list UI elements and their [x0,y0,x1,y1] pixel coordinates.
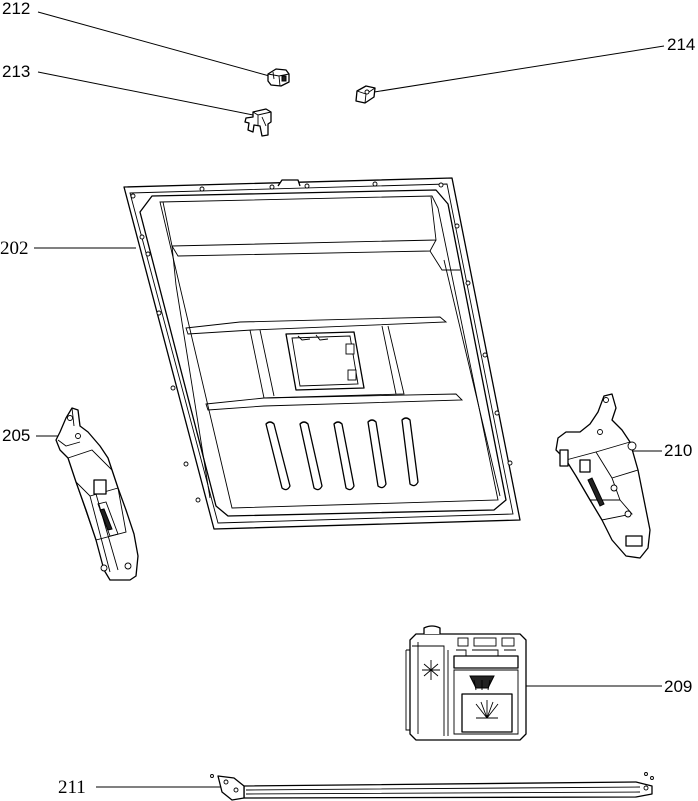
part-202-inner-door [123,177,521,530]
part-205-left-hinge [55,407,139,581]
part-210-right-hinge [555,393,651,559]
callout-214-label: 214 [667,35,695,54]
leader-lines [34,11,665,788]
part-214-plate [355,85,376,104]
callout-211-label: 211 [58,777,86,798]
callout-213-label: 213 [2,62,30,81]
callout-209-label: 209 [664,677,692,696]
part-211-seal-strip [210,772,654,801]
callout-202-label: 202 [0,238,29,259]
callout-205-label: 205 [2,426,30,445]
part-212-clip [267,68,290,87]
part-213-bracket [244,108,272,137]
callout-212-label: 212 [2,0,30,18]
callout-210-label: 210 [664,441,692,460]
part-209-detergent-dispenser [405,625,527,741]
